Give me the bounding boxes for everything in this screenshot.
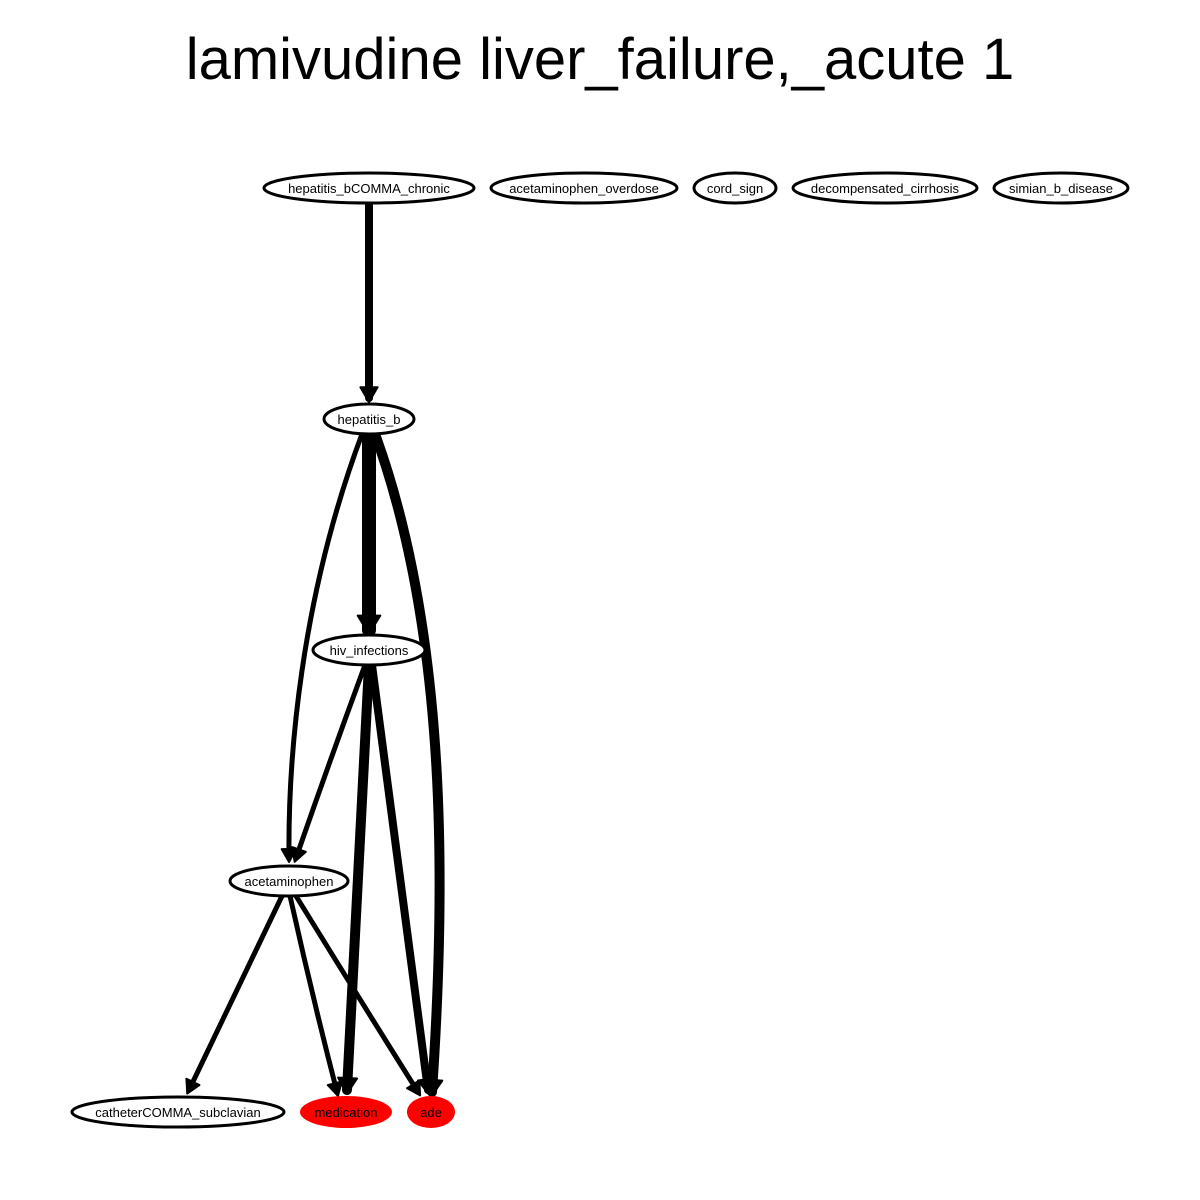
edge-line	[293, 662, 368, 861]
node-label: cord_sign	[707, 181, 763, 196]
node-decompensated_cirrhosis: decompensated_cirrhosis	[791, 171, 979, 205]
edge-hiv_infections-to-acetaminophen	[291, 662, 368, 863]
node-ellipse	[70, 1095, 286, 1129]
node-label: hepatitis_b	[338, 412, 401, 427]
edge-acetaminophen-to-ade	[293, 893, 422, 1097]
edge-hepatitis_bCOMMA_chronic-to-hepatitis_b	[359, 199, 379, 403]
edge-acetaminophen-to-medication	[287, 893, 343, 1097]
edge-layer	[185, 199, 445, 1097]
node-label: ade	[420, 1105, 442, 1120]
node-cord_sign: cord_sign	[692, 171, 778, 205]
node-ade: ade	[407, 1096, 455, 1128]
edge-acetaminophen-to-catheterCOMMA_subclavian	[185, 893, 285, 1095]
node-label: simian_b_disease	[1009, 181, 1113, 196]
edge-hepatitis_b-to-hiv_infections	[356, 427, 382, 637]
node-label: catheterCOMMA_subclavian	[95, 1105, 260, 1120]
edge-line	[186, 893, 285, 1093]
node-ellipse	[489, 171, 679, 205]
node-catheterCOMMA_subclavian: catheterCOMMA_subclavian	[70, 1095, 286, 1129]
edge-line	[370, 429, 445, 1097]
edge-line	[286, 431, 365, 861]
node-label: hepatitis_bCOMMA_chronic	[288, 181, 450, 196]
node-acetaminophen_overdose: acetaminophen_overdose	[489, 171, 679, 205]
node-layer: hepatitis_bCOMMA_chronic acetaminophen_ov…	[70, 171, 1130, 1129]
node-ellipse	[407, 1096, 455, 1128]
node-medication: medication	[300, 1096, 392, 1128]
node-ellipse	[791, 171, 979, 205]
edge-arrowhead	[417, 1077, 437, 1095]
node-hepatitis_bCOMMA_chronic: hepatitis_bCOMMA_chronic	[262, 171, 476, 205]
edge-arrowhead	[291, 846, 307, 863]
edge-arrowhead	[185, 1077, 201, 1095]
node-ellipse	[692, 171, 778, 205]
edge-line	[287, 893, 340, 1095]
node-ellipse	[262, 171, 476, 205]
edge-hiv_infections-to-ade	[368, 661, 437, 1095]
node-ellipse	[992, 171, 1130, 205]
edge-line	[342, 660, 374, 1095]
node-label: acetaminophen_overdose	[509, 181, 659, 196]
edge-arrowhead	[326, 1080, 343, 1097]
node-ellipse	[300, 1096, 392, 1128]
edge-line	[368, 661, 432, 1094]
node-label: acetaminophen	[245, 874, 334, 889]
edge-arrowhead	[337, 1076, 359, 1095]
node-ellipse	[228, 864, 350, 898]
edge-hiv_infections-to-medication	[337, 660, 374, 1095]
edge-arrowhead	[359, 386, 379, 403]
edge-arrowhead	[406, 1079, 422, 1097]
node-acetaminophen: acetaminophen	[228, 864, 350, 898]
edge-arrowhead	[356, 614, 382, 635]
node-label: hiv_infections	[330, 643, 409, 658]
node-label: medication	[315, 1105, 378, 1120]
node-label: decompensated_cirrhosis	[811, 181, 960, 196]
node-hiv_infections: hiv_infections	[311, 633, 427, 667]
node-ellipse	[322, 402, 416, 436]
node-hepatitis_b: hepatitis_b	[322, 402, 416, 436]
graph-title: lamivudine liver_failure,_acute 1	[185, 27, 1015, 92]
edge-line	[293, 893, 421, 1095]
node-simian_b_disease: simian_b_disease	[992, 171, 1130, 205]
node-ellipse	[311, 633, 427, 667]
